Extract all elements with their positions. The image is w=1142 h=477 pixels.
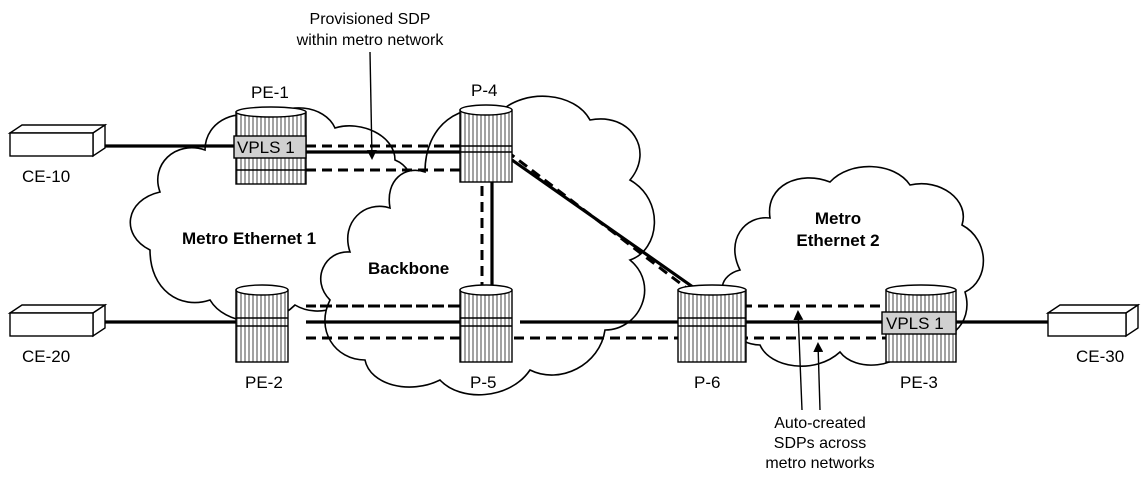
- sdp-pe2-pe3: [306, 304, 886, 340]
- pe-2-label: PE-2: [245, 373, 283, 392]
- metro-ethernet-1-label: Metro Ethernet 1: [182, 229, 316, 248]
- pe-1-label: PE-1: [251, 83, 289, 102]
- pe-3-label: PE-3: [900, 373, 938, 392]
- ce-20-device: [7, 303, 108, 338]
- metro-ethernet-2-line1: Metro: [815, 209, 861, 228]
- auto-sdp-arrow-1: [793, 310, 804, 411]
- metro-ethernet-2-line2: Ethernet 2: [796, 231, 879, 250]
- auto-sdp-arrow-2: [813, 342, 824, 411]
- provisioned-sdp-arrow: [366, 51, 377, 160]
- p-6-label: P-6: [694, 373, 720, 392]
- ce-10-label: CE-10: [22, 167, 70, 186]
- pe-3-router: [881, 284, 957, 363]
- p-4-router: [459, 104, 513, 183]
- backbone-label: Backbone: [368, 259, 449, 278]
- link-p4-p6: [511, 158, 701, 294]
- auto-sdp-line3: metro networks: [765, 455, 874, 472]
- ce-10-device: [7, 123, 108, 158]
- pe-1-router: [233, 106, 307, 185]
- p-5-router: [459, 284, 513, 363]
- pe-3-vpls-label: VPLS 1: [886, 314, 944, 333]
- p-6-router: [677, 284, 747, 363]
- p-5-label: P-5: [470, 373, 496, 392]
- pe-2-router: [235, 284, 289, 363]
- provisioned-sdp-line2: within metro network: [296, 32, 445, 49]
- pe-1-vpls-label: VPLS 1: [237, 138, 295, 157]
- provisioned-sdp-line1: Provisioned SDP: [310, 11, 431, 28]
- auto-sdp-line1: Auto-created: [774, 415, 866, 432]
- ce-30-device: [1045, 303, 1141, 338]
- auto-sdp-line2: SDPs across: [774, 435, 866, 452]
- pe-1-vpls-box: [233, 135, 307, 159]
- p-4-label: P-4: [471, 81, 497, 100]
- ce-20-label: CE-20: [22, 347, 70, 366]
- pe-3-vpls-box: [881, 311, 957, 335]
- cloud-backbone: [319, 95, 656, 396]
- ce-30-label: CE-30: [1076, 347, 1124, 366]
